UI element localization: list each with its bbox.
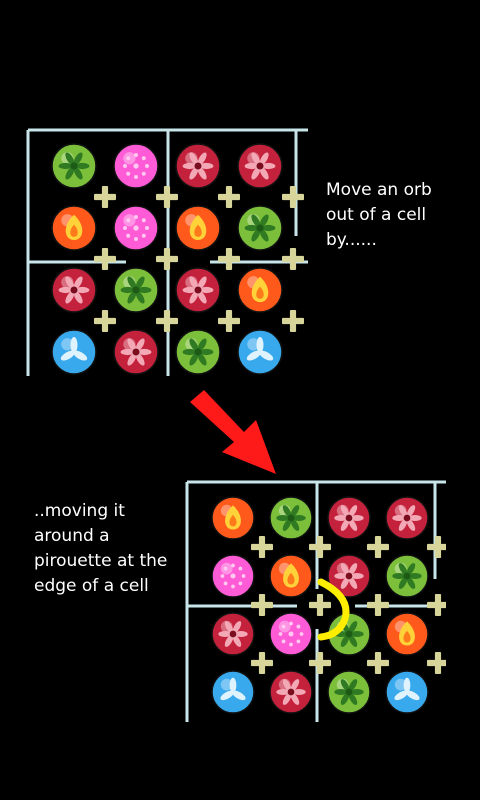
plus-icon — [309, 536, 331, 558]
red-water-flower-orb-icon — [211, 612, 255, 656]
pink-heart-orb-icon — [211, 554, 255, 598]
red-water-flower-orb-icon — [327, 554, 371, 598]
plus-icon — [156, 186, 178, 208]
plus-icon — [218, 248, 240, 270]
plus-icon — [156, 310, 178, 332]
plus-icon — [427, 536, 446, 558]
fire-orb-icon — [175, 205, 221, 251]
red-arrow-icon — [190, 390, 276, 474]
fire-orb-icon — [269, 554, 313, 598]
caption-step2: ..moving it around a pirouette at the ed… — [34, 501, 168, 596]
board-before-canvas — [26, 128, 308, 376]
green-wood-orb-icon — [113, 267, 159, 313]
yellow-swirl-icon — [317, 578, 350, 641]
green-wood-orb-icon — [385, 554, 429, 598]
blue-water-orb-icon — [211, 670, 255, 714]
red-water-flower-orb-icon — [327, 496, 371, 540]
caption-step1: Move an orb out of a cell by...... — [326, 180, 432, 250]
plus-icon — [156, 248, 178, 270]
board-after — [185, 479, 446, 722]
red-water-flower-orb-icon — [175, 143, 221, 189]
board-after-canvas — [185, 480, 446, 722]
red-water-flower-orb-icon — [175, 267, 221, 313]
green-wood-orb-icon — [175, 329, 221, 375]
pink-heart-orb-icon — [113, 205, 159, 251]
red-water-flower-orb-icon — [385, 496, 429, 540]
plus-icon — [94, 248, 116, 270]
red-water-flower-orb-icon — [269, 670, 313, 714]
green-wood-orb-icon — [327, 670, 371, 714]
plus-icon — [94, 310, 116, 332]
plus-icon — [367, 652, 389, 674]
plus-icon — [309, 652, 331, 674]
plus-icon — [218, 186, 240, 208]
plus-icon — [367, 536, 389, 558]
plus-icon — [309, 594, 331, 616]
blue-water-orb-icon — [51, 329, 97, 375]
plus-icon — [251, 652, 273, 674]
plus-icon — [427, 594, 446, 616]
plus-icon — [218, 310, 240, 332]
plus-icon — [282, 186, 304, 208]
plus-icon — [282, 310, 304, 332]
green-wood-orb-icon — [269, 496, 313, 540]
red-water-flower-orb-icon — [51, 267, 97, 313]
fire-orb-icon — [237, 267, 283, 313]
fire-orb-icon — [51, 205, 97, 251]
green-wood-orb-icon — [237, 205, 283, 251]
red-water-flower-orb-icon — [237, 143, 283, 189]
green-wood-orb-icon — [51, 143, 97, 189]
plus-icon — [251, 594, 273, 616]
plus-icon — [282, 248, 304, 270]
plus-icon — [94, 186, 116, 208]
fire-orb-icon — [385, 612, 429, 656]
board-before — [26, 126, 308, 376]
pink-heart-orb-icon — [269, 612, 313, 656]
red-water-flower-orb-icon — [113, 329, 159, 375]
plus-icon — [367, 594, 389, 616]
blue-water-orb-icon — [237, 329, 283, 375]
fire-orb-icon — [211, 496, 255, 540]
plus-icon — [427, 652, 446, 674]
pink-heart-orb-icon — [113, 143, 159, 189]
blue-water-orb-icon — [385, 670, 429, 714]
plus-icon — [251, 536, 273, 558]
